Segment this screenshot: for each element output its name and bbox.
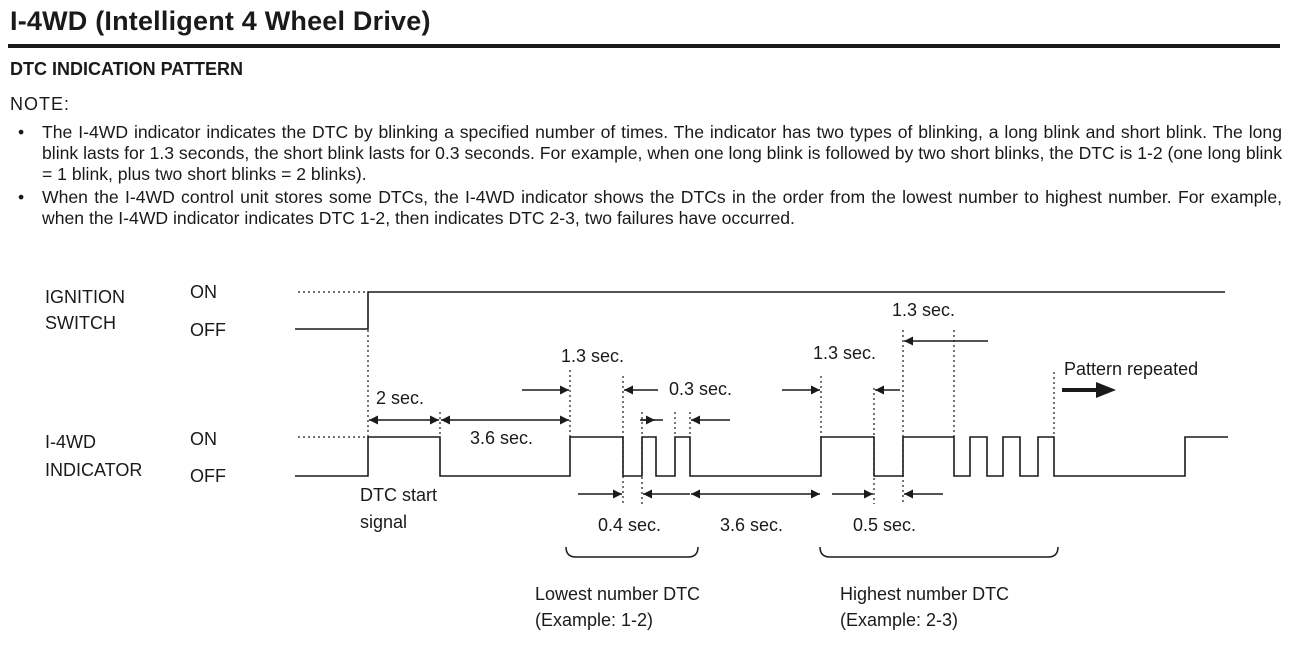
lowest-dtc-label: Lowest number DTC [535, 584, 700, 604]
indicator-label: INDICATOR [45, 460, 142, 480]
ignition-label: SWITCH [45, 313, 116, 333]
pattern-repeated-label: Pattern repeated [1064, 359, 1198, 379]
label-0-5sec: 0.5 sec. [853, 515, 916, 535]
section-title: DTC INDICATION PATTERN [10, 59, 243, 79]
label-3-6sec-top: 3.6 sec. [470, 428, 533, 448]
title-rule [8, 44, 1280, 48]
indicator-on-label: ON [190, 429, 217, 449]
ignition-label: IGNITION [45, 287, 125, 307]
indicator-label: I-4WD [45, 432, 96, 452]
note-item: • The I-4WD indicator indicates the DTC b… [10, 122, 1282, 185]
arrow-right-icon [1062, 382, 1116, 398]
bullet-icon: • [18, 122, 25, 142]
dtc-start-label: signal [360, 512, 407, 532]
ignition-waveform [295, 291, 1225, 330]
dimension-arrows [369, 336, 988, 499]
lowest-dtc-brace [565, 546, 699, 558]
label-0-3sec: 0.3 sec. [669, 379, 732, 399]
note-text: When the I-4WD control unit stores some … [42, 187, 1282, 228]
highest-dtc-label: Highest number DTC [840, 584, 1009, 604]
note-list: • The I-4WD indicator indicates the DTC b… [10, 122, 1282, 231]
ignition-on-label: ON [190, 282, 217, 302]
highest-dtc-brace [819, 546, 1059, 558]
label-1-3sec-c: 1.3 sec. [892, 300, 955, 320]
note-item: • When the I-4WD control unit stores some… [10, 187, 1282, 229]
note-label: NOTE: [10, 94, 71, 114]
label-1-3sec-a: 1.3 sec. [561, 346, 624, 366]
label-1-3sec-b: 1.3 sec. [813, 343, 876, 363]
indicator-waveform [295, 436, 1228, 477]
lowest-dtc-example: (Example: 1-2) [535, 610, 653, 630]
bullet-icon: • [18, 187, 25, 207]
page-title: I-4WD (Intelligent 4 Wheel Drive) [10, 6, 431, 36]
dtc-start-label: DTC start [360, 485, 437, 505]
label-2sec: 2 sec. [376, 388, 424, 408]
timing-guides [367, 330, 1055, 504]
indicator-off-label: OFF [190, 466, 226, 486]
label-0-4sec: 0.4 sec. [598, 515, 661, 535]
ignition-off-label: OFF [190, 320, 226, 340]
note-text: The I-4WD indicator indicates the DTC by… [42, 122, 1282, 184]
highest-dtc-example: (Example: 2-3) [840, 610, 958, 630]
label-3-6sec-bottom: 3.6 sec. [720, 515, 783, 535]
